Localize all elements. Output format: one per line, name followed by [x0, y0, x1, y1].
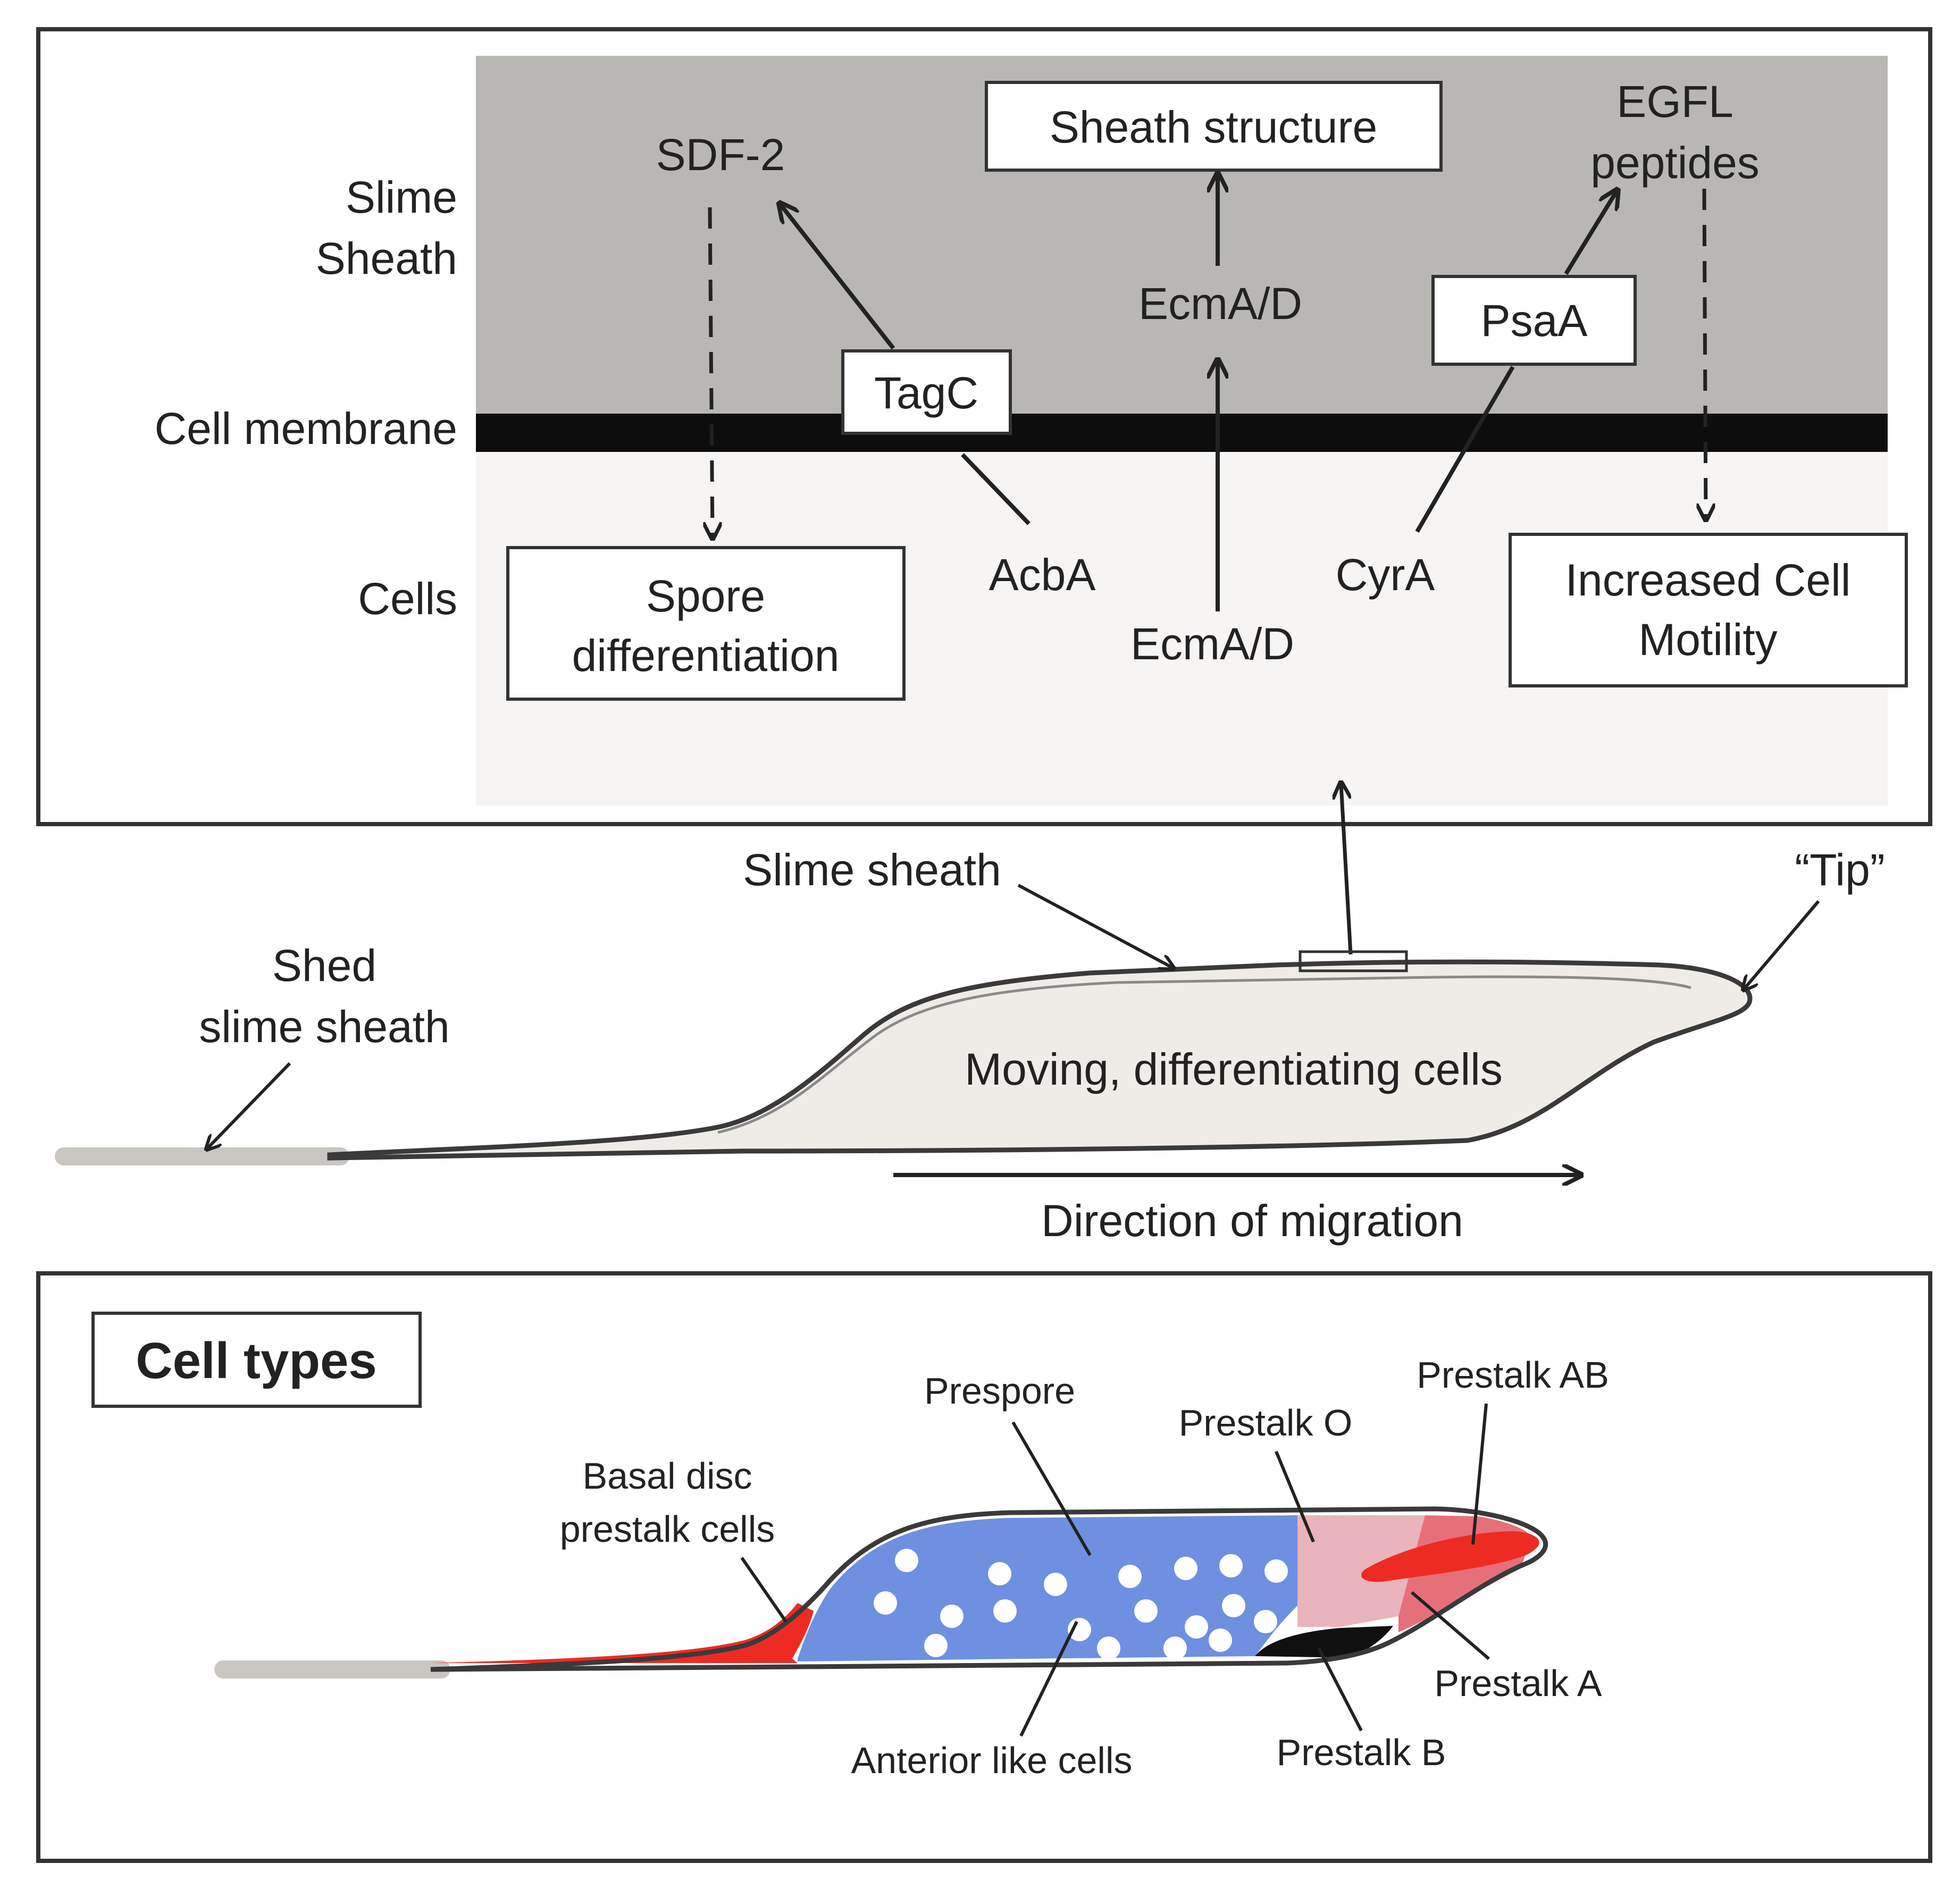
cyra-label: CyrA	[1336, 550, 1435, 600]
tip-label: “Tip”	[1795, 845, 1885, 895]
anterior-like-cell-dot	[1097, 1636, 1120, 1660]
anterior-like-cell-dot	[1118, 1565, 1142, 1588]
bottom-slug-outline	[430, 1506, 1548, 1672]
prestalk-ab-pointer	[1471, 1403, 1488, 1545]
sampled-sheath-region	[1299, 950, 1408, 972]
slime-sheath-pointer	[1017, 884, 1172, 968]
prestalk-ab-region	[1361, 1531, 1539, 1582]
anterior-like-cell-dot	[1222, 1594, 1245, 1617]
basal-disc-region	[431, 1603, 814, 1663]
prespore-label: Prespore	[924, 1370, 1075, 1412]
prestalk-a-label: Prestalk A	[1434, 1663, 1602, 1704]
cell-membrane-label: Cell membrane	[154, 404, 457, 454]
shed-sheath-label-line1: Shed	[272, 941, 376, 991]
slug-body-label: Moving, differentiating cells	[965, 1044, 1503, 1094]
spore-differentiation-box	[506, 546, 906, 701]
anterior-like-pointer	[1019, 1621, 1078, 1737]
anterior-like-cell-dot	[895, 1549, 918, 1572]
cell-types-title: Cell types	[136, 1332, 377, 1389]
middle-slug-section: Slime sheath “Tip” Shed slime sheath Mov…	[55, 784, 1885, 1246]
sheath-structure-label: Sheath structure	[1050, 102, 1377, 152]
anterior-like-cell-dot	[874, 1591, 897, 1615]
anterior-like-cell-dot	[1163, 1636, 1187, 1660]
increased-motility-line2: Motility	[1638, 615, 1777, 665]
anterior-like-cell-dot	[1209, 1629, 1232, 1652]
basal-disc-label-line1: Basal disc	[582, 1455, 752, 1497]
anterior-like-cell-dot	[924, 1634, 948, 1657]
psaa-to-egfl-arrow	[1564, 191, 1616, 275]
zoom-arrow	[1341, 784, 1353, 955]
psaa-box	[1431, 275, 1637, 366]
anterior-like-cell-dot	[1134, 1599, 1158, 1623]
anterior-like-cell-dot	[1264, 1559, 1288, 1583]
anterior-like-cell-dot	[1174, 1557, 1197, 1580]
anterior-like-cell-dot	[988, 1562, 1011, 1585]
bottom-panel: Cell types Prespore Prestalk O Prestalk …	[36, 1271, 1932, 1863]
slime-sheath-label-line1: Slime	[346, 172, 457, 222]
egfl-dashed-arrow	[1704, 188, 1706, 518]
sdf2-dashed-arrow	[710, 207, 713, 537]
cell-types-title-box	[91, 1312, 422, 1408]
shed-sheath-pointer	[207, 1062, 291, 1148]
tagc-to-sdf2-arrow	[781, 205, 895, 350]
anterior-like-cell-dot	[1219, 1554, 1243, 1577]
cell-membrane-bar	[476, 414, 1888, 452]
prestalk-b-pointer	[1317, 1647, 1363, 1732]
slime-sheath-pointer-label: Slime sheath	[743, 845, 1001, 895]
ecma-d-cells-label: EcmA/D	[1130, 619, 1294, 669]
cell-type-slug	[430, 1506, 1548, 1672]
ecma-d-sheath-label: EcmA/D	[1138, 279, 1302, 329]
sdf2-label: SDF-2	[656, 130, 785, 180]
egfl-label-line1: EGFL	[1616, 77, 1733, 127]
top-panel: Slime Sheath Cell membrane Cells SDF-2 S…	[36, 27, 1932, 826]
psaa-label: PsaA	[1481, 296, 1588, 346]
tip-pointer	[1744, 900, 1820, 989]
prestalk-o-pointer	[1275, 1450, 1315, 1543]
anterior-like-cell-dot	[993, 1599, 1017, 1623]
prestalk-ab-label: Prestalk AB	[1417, 1354, 1609, 1396]
basal-disc-pointer	[740, 1557, 788, 1623]
increased-motility-line1: Increased Cell	[1565, 555, 1851, 605]
direction-of-migration-label: Direction of migration	[1041, 1196, 1463, 1246]
anterior-like-cell-dot	[1044, 1573, 1067, 1596]
tagc-label: TagC	[874, 368, 978, 418]
anterior-like-cell-dots	[874, 1549, 1288, 1660]
anterior-like-cell-dot	[1068, 1618, 1091, 1641]
acba-label: AcbA	[989, 550, 1096, 600]
anterior-like-label: Anterior like cells	[851, 1740, 1132, 1781]
anterior-like-cell-dot	[1185, 1615, 1208, 1639]
prespore-pointer	[1011, 1421, 1092, 1556]
cyra-to-psaa-line	[1415, 365, 1515, 533]
basal-disc-label-line2: prestalk cells	[560, 1508, 775, 1550]
prestalk-b-region	[1255, 1626, 1393, 1658]
prestalk-o-label: Prestalk O	[1179, 1402, 1353, 1443]
acba-to-tagc-line	[961, 453, 1031, 525]
shed-sheath-label-line2: slime sheath	[199, 1002, 450, 1052]
prestalk-a-pointer	[1411, 1591, 1490, 1660]
tagc-box	[841, 349, 1012, 435]
anterior-like-cell-dot	[1254, 1610, 1277, 1633]
spore-differentiation-line2: differentiation	[572, 631, 840, 681]
egfl-label-line2: peptides	[1590, 138, 1760, 188]
sheath-structure-box	[985, 81, 1443, 172]
increased-motility-box	[1509, 533, 1908, 687]
cells-label: Cells	[358, 574, 457, 624]
prestalk-o-region	[1297, 1515, 1425, 1627]
spore-differentiation-line1: Spore	[646, 571, 765, 621]
slime-sheath-label-line2: Sheath	[316, 233, 457, 283]
prestalk-b-label: Prestalk B	[1277, 1732, 1446, 1773]
slug-inner-edge	[717, 975, 1691, 1134]
anterior-like-cell-dot	[940, 1605, 964, 1628]
